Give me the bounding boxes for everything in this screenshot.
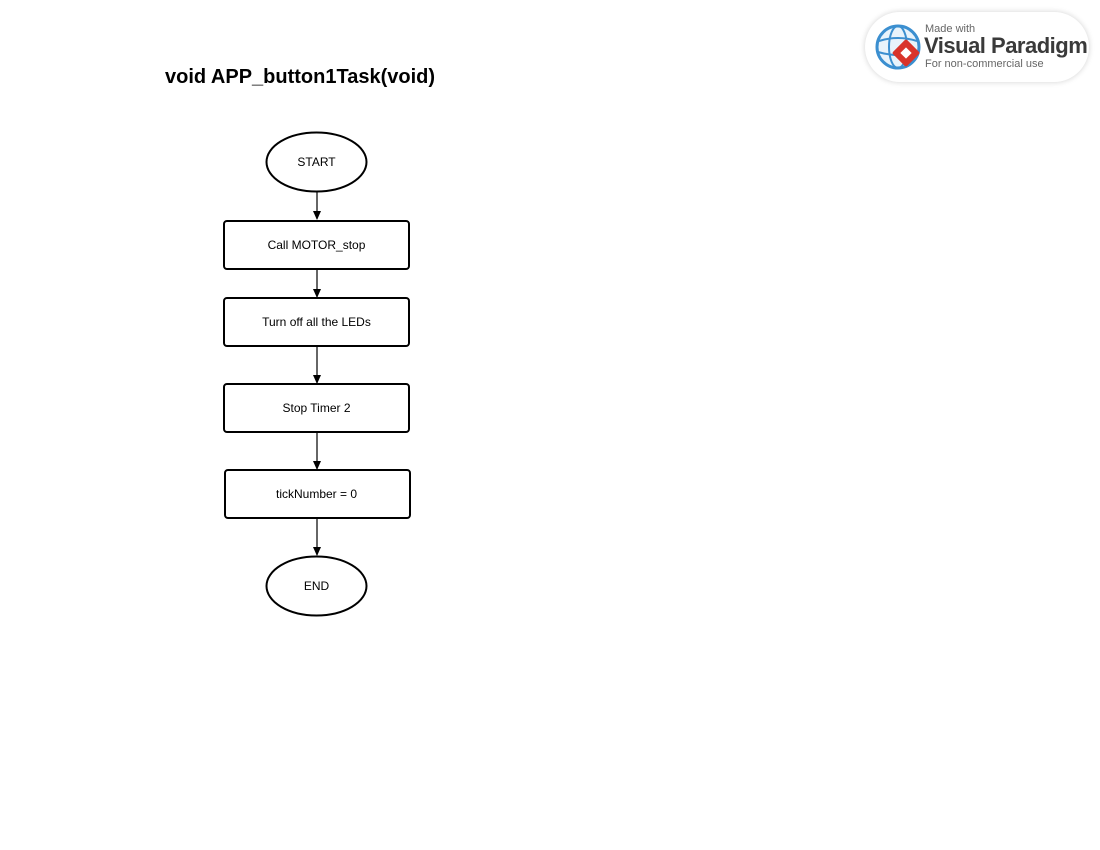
node-stop-timer[interactable]: Stop Timer 2 xyxy=(223,383,410,433)
diagram-title: void APP_button1Task(void) xyxy=(165,66,436,88)
node-end-label: END xyxy=(304,579,330,593)
node-stop-timer-label: Stop Timer 2 xyxy=(282,401,350,415)
visual-paradigm-watermark: Made with Visual Paradigm For non-commer… xyxy=(865,12,1089,82)
node-leds-off-label: Turn off all the LEDs xyxy=(262,315,371,329)
watermark-brand: Visual Paradigm xyxy=(924,33,1088,58)
node-motor-stop[interactable]: Call MOTOR_stop xyxy=(223,220,410,270)
node-leds-off[interactable]: Turn off all the LEDs xyxy=(223,297,410,347)
watermark-made-with: Made with xyxy=(925,23,976,35)
node-start[interactable]: START xyxy=(265,131,368,193)
node-end[interactable]: END xyxy=(265,555,368,617)
node-start-label: START xyxy=(297,155,336,169)
node-motor-stop-label: Call MOTOR_stop xyxy=(268,238,366,252)
visual-paradigm-logo-icon xyxy=(875,24,921,70)
watermark-subtitle: For non-commercial use xyxy=(925,58,1044,70)
node-tick-reset-label: tickNumber = 0 xyxy=(276,487,357,501)
node-tick-reset[interactable]: tickNumber = 0 xyxy=(224,469,411,519)
